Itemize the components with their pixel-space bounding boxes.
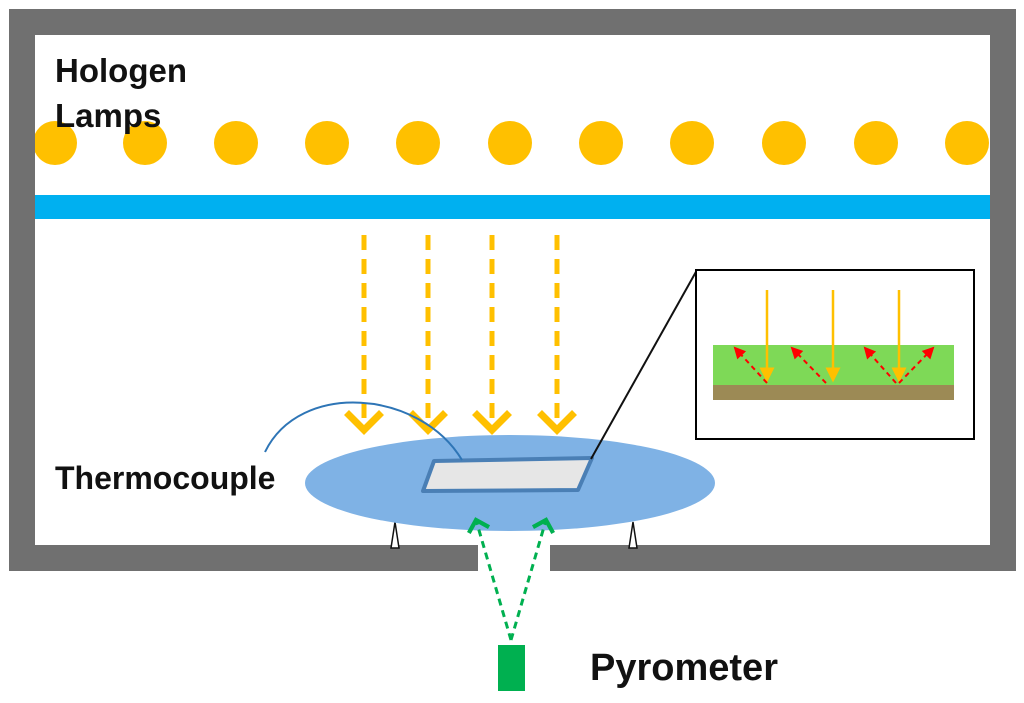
lamp-icon [214, 121, 258, 165]
wafer [421, 456, 594, 493]
pyrometer-icon [498, 645, 525, 691]
lamps-label-line2: Lamps [55, 97, 161, 134]
lamp-icon [488, 121, 532, 165]
pyrometer-label: Pyrometer [590, 647, 778, 689]
lamp-icon [35, 121, 77, 165]
susceptor-supports [390, 521, 638, 549]
lamp-icon [305, 121, 349, 165]
reflected-ray [790, 346, 827, 384]
lamp-icon [579, 121, 623, 165]
lamp-radiation-arrows [344, 235, 577, 435]
support-leg-right [628, 521, 638, 549]
reflected-ray [733, 346, 768, 384]
film-stack-inset [695, 269, 975, 440]
halogen-lamp-row [35, 121, 989, 165]
pyrometer-rays [467, 517, 555, 641]
lamp-icon [123, 121, 167, 165]
lamp-icon [854, 121, 898, 165]
lamp-icon [945, 121, 989, 165]
lamp-icon [762, 121, 806, 165]
pyrometer-ray [467, 517, 513, 641]
thermocouple-wire [264, 401, 463, 461]
quartz-window [35, 195, 990, 219]
lamp-icon [670, 121, 714, 165]
substrate-layer [713, 385, 954, 400]
reflected-ray [863, 346, 897, 384]
support-leg-left [390, 521, 400, 549]
thermocouple-label: Thermocouple [55, 460, 275, 496]
inset-leader-line [590, 269, 698, 460]
lamp-icon [396, 121, 440, 165]
lamps-label-line1: Hologen [55, 52, 187, 89]
pyrometer-ray [509, 517, 555, 641]
reflected-ray [898, 346, 935, 384]
